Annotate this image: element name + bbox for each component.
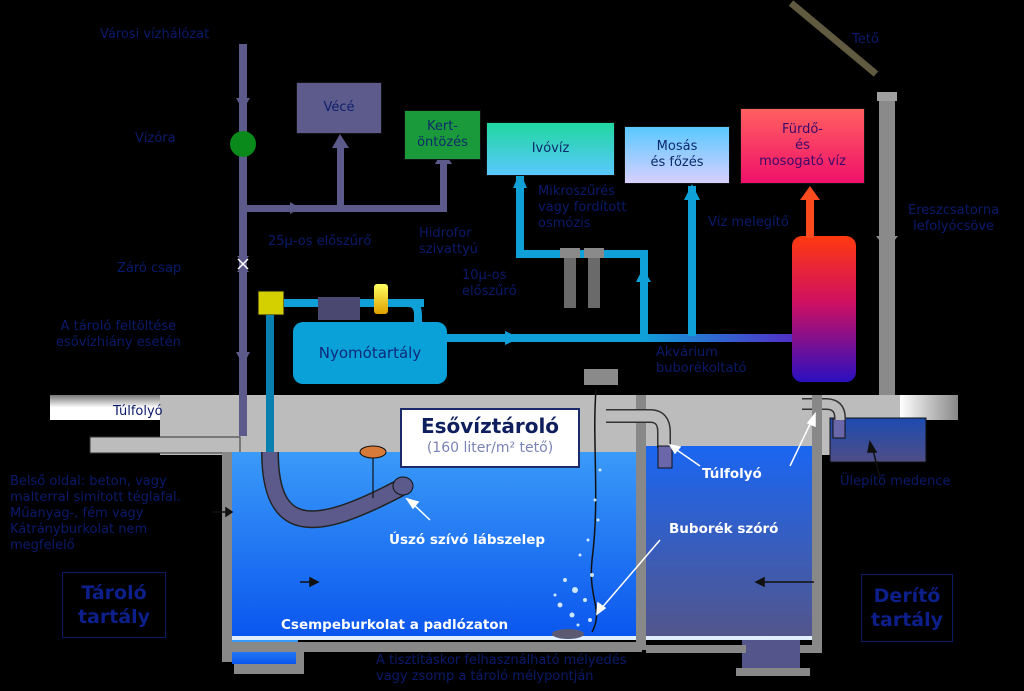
- label-aquarium-1: Akvárium: [656, 345, 718, 360]
- consumer-toilet-label: Vécé: [323, 100, 355, 115]
- prefilter-25-icon: [257, 290, 285, 316]
- consumer-bath-label-1: Fürdő-: [781, 122, 824, 137]
- settling-basin: [829, 417, 927, 463]
- storage-tank-label-2: tartály: [77, 606, 151, 628]
- label-prefilter-25: 25µ-os előszűrő: [268, 234, 372, 249]
- consumer-toilet: Vécé: [296, 82, 389, 141]
- water-heater-icon: [792, 236, 856, 382]
- label-hydrofor: Hidrofor szivattyú: [419, 226, 478, 258]
- prefilter-10-icon: [374, 284, 388, 314]
- label-settling-basin: Ülepítő medence: [840, 474, 951, 489]
- consumer-bath: Fürdő- és mosogató víz: [740, 108, 872, 191]
- label-overflow-left: Túlfolyó: [113, 404, 163, 419]
- label-prefilter-10-2: előszűrő: [462, 284, 517, 299]
- label-aquarium-2: buborékoltató: [656, 361, 747, 376]
- label-sump: A tisztításkor felhasználható mélyedés v…: [376, 653, 627, 685]
- consumer-washing: Mosás és főzés: [624, 126, 737, 191]
- clarifier-tank-label: Derítő tartály: [861, 574, 953, 642]
- clarifier-tank-label-2: tartály: [870, 609, 944, 631]
- hydrofor-pump-icon: [318, 297, 360, 320]
- label-refill-note-1: A tároló feltöltése: [60, 319, 177, 334]
- label-inner-wall-3: Műanyag-, fém vagy: [10, 506, 144, 521]
- label-inner-wall-1: Belső oldal: beton, vagy: [10, 474, 167, 489]
- storage-tank-water: [232, 452, 640, 640]
- roof-line: [788, 0, 879, 77]
- label-bubble-diffuser: Buborék szóró: [669, 521, 779, 537]
- title-box: Esővíztároló (160 liter/m² tető): [400, 408, 580, 468]
- shutoff-valve-icon: [237, 256, 249, 272]
- label-downpipe-1: Ereszcsatorna: [908, 203, 1000, 218]
- storage-tank-label: Tároló tartály: [62, 572, 166, 638]
- consumer-garden: Kert- öntözés: [404, 110, 488, 167]
- label-water-meter: Vízóra: [135, 131, 176, 146]
- clarifier-tank-label-1: Derítő: [873, 585, 941, 607]
- consumer-garden-label-1: Kert-: [426, 119, 458, 134]
- pressure-tank: Nyomótartály: [293, 322, 447, 384]
- label-inner-wall-2: malterral simított téglafal.: [10, 490, 181, 505]
- label-sump-2: vagy zsomp a tároló mélypontján: [376, 669, 594, 684]
- label-city-water: Városi vízhálózat: [100, 27, 210, 42]
- label-microfilter-2: vagy fordított: [538, 200, 627, 215]
- label-microfilter: Mikroszűrés vagy fordított osmózis: [538, 184, 627, 232]
- label-inner-wall: Belső oldal: beton, vagy malterral simít…: [10, 474, 181, 554]
- diagram-subtitle: (160 liter/m² tető): [426, 440, 554, 456]
- consumer-washing-label-2: és főzés: [650, 155, 704, 170]
- main-supply-pipe: [447, 334, 647, 342]
- storage-tank-label-1: Tároló: [81, 582, 147, 604]
- label-prefilter-10: 10µ-os előszűrő: [462, 268, 517, 300]
- label-shutoff-valve: Záró csap: [117, 261, 182, 276]
- label-prefilter-10-1: 10µ-os: [462, 268, 507, 283]
- label-downpipe: Ereszcsatorna lefolyócsöve: [908, 203, 999, 235]
- consumer-bath-label-2: és: [795, 138, 810, 153]
- label-roof: Tető: [852, 32, 879, 47]
- consumer-bath-label-3: mosogató víz: [759, 154, 846, 169]
- label-hydrofor-2: szivattyú: [419, 242, 478, 257]
- microfilter-icon: [560, 248, 604, 308]
- label-refill-note-2: esővízhiány esetén: [56, 335, 181, 350]
- label-aquarium: Akvárium buborékoltató: [656, 345, 747, 377]
- label-inner-wall-5: megfelelő: [10, 538, 75, 553]
- label-downpipe-2: lefolyócsöve: [913, 219, 995, 234]
- consumer-garden-label-2: öntözés: [417, 135, 468, 150]
- label-microfilter-1: Mikroszűrés: [538, 184, 616, 199]
- consumer-washing-label-1: Mosás: [656, 139, 698, 154]
- bubbles: [553, 468, 602, 627]
- label-overflow-right: Túlfolyó: [702, 466, 762, 482]
- label-tile-floor: Csempeburkolat a padlózaton: [281, 617, 509, 633]
- pressure-tank-label: Nyomótartály: [318, 344, 422, 362]
- city-water-pipe: [239, 44, 247, 436]
- water-meter-icon: [230, 131, 256, 157]
- consumer-drinking: Ivóvíz: [486, 122, 622, 183]
- consumer-drinking-label: Ivóvíz: [531, 141, 570, 156]
- diagram-title: Esővíztároló: [420, 414, 560, 438]
- label-microfilter-3: osmózis: [538, 216, 591, 231]
- label-water-heater: Víz melegítő: [708, 215, 789, 230]
- label-floating-valve: Úszó szívó lábszelep: [389, 532, 546, 548]
- label-refill-note: A tároló feltöltése esővízhiány esetén: [56, 319, 181, 351]
- clarifier-tank-water: [646, 446, 814, 640]
- label-hydrofor-1: Hidrofor: [419, 226, 472, 241]
- label-inner-wall-4: Kátrányburkolat nem: [10, 522, 148, 537]
- label-sump-1: A tisztításkor felhasználható mélyedés: [376, 653, 627, 668]
